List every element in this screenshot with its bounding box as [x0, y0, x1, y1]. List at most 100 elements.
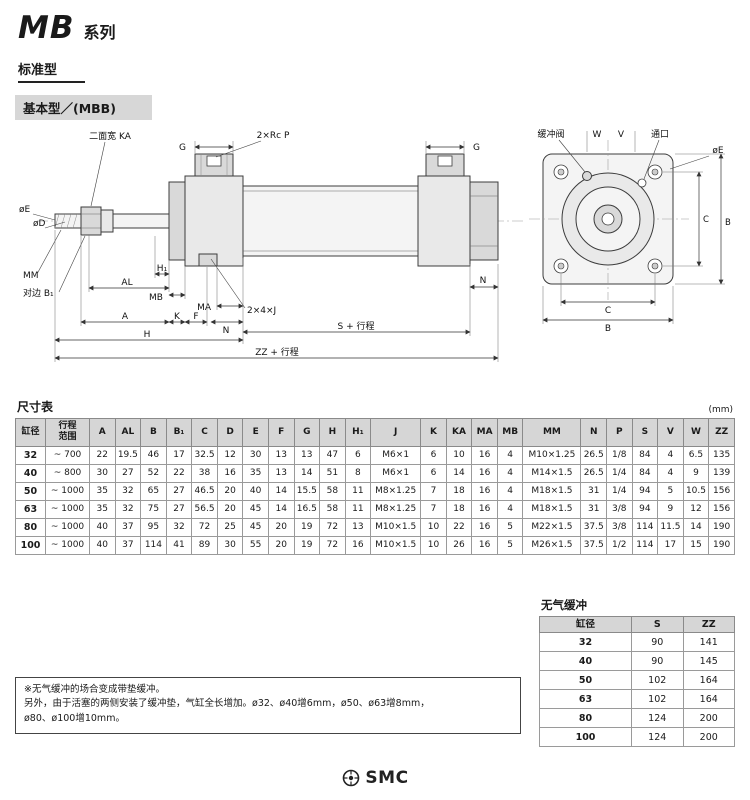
table-cell: 30: [216, 535, 244, 555]
table-cell: 4: [496, 481, 524, 501]
table-cell: 102: [631, 689, 684, 710]
table-cell: 41: [165, 535, 193, 555]
table-cell: 37: [114, 517, 142, 537]
head-cover: [184, 175, 244, 267]
label-c-bottom: C: [605, 306, 611, 316]
label-a: A: [122, 312, 129, 322]
label-h1: H₁: [157, 264, 168, 274]
table-cell: M10×1.25: [522, 445, 582, 465]
table-cell: 32: [15, 445, 46, 465]
column-header: G: [293, 418, 321, 447]
label-ma: MA: [197, 303, 212, 313]
table-cell: 11: [344, 481, 372, 501]
table-cell: ~ 700: [45, 445, 90, 465]
table-cell: M22×1.5: [522, 517, 582, 537]
table-cell: ~ 1000: [45, 517, 90, 537]
table-cell: 45: [242, 499, 269, 519]
table-cell: 58: [319, 499, 346, 519]
table-cell: 3/8: [606, 517, 633, 537]
table-cell: 8: [344, 463, 372, 483]
column-header: KA: [445, 418, 473, 447]
table-cell: 13: [267, 445, 295, 465]
label-al: AL: [121, 278, 132, 288]
column-header: ZZ: [708, 418, 735, 447]
table-cell: 31: [580, 481, 607, 501]
table-cell: M18×1.5: [522, 499, 582, 519]
table-cell: 16: [216, 463, 244, 483]
table-cell: 11: [344, 499, 372, 519]
table-cell: ~ 1000: [45, 499, 90, 519]
table-cell: 22: [165, 463, 193, 483]
table-cell: 100: [539, 727, 632, 748]
label-w: W: [593, 130, 602, 140]
table-cell: 4: [496, 445, 524, 465]
tie-rod-nut: [198, 253, 218, 267]
column-header: ZZ: [682, 615, 735, 634]
left-port: [206, 155, 222, 167]
table-cell: 31: [580, 499, 607, 519]
table-cell: 124: [631, 708, 684, 729]
column-header: H₁: [344, 418, 372, 447]
table-cell: 200: [682, 708, 735, 729]
table-cell: 100: [15, 535, 46, 555]
table-cell: 12: [216, 445, 244, 465]
table-cell: 3/8: [606, 499, 633, 519]
label-f: F: [193, 312, 198, 322]
column-header: MM: [522, 418, 582, 447]
note-line: ø80、ø100增10mm。: [24, 712, 125, 724]
label-b1: 对边 B₁: [23, 287, 54, 299]
port-hole: [637, 178, 647, 188]
page-footer: SMC: [0, 768, 750, 788]
label-g-right: G: [473, 143, 480, 153]
table-cell: ~ 1000: [45, 481, 90, 501]
table-cell: 1/8: [606, 445, 633, 465]
column-header: MB: [496, 418, 524, 447]
table-cell: 164: [682, 670, 735, 691]
rear-cover: [417, 175, 471, 267]
table-cell: M14×1.5: [522, 463, 582, 483]
table-cell: 32: [165, 517, 193, 537]
table-cell: 7: [420, 499, 447, 519]
label-od: øD: [33, 219, 46, 229]
table-cell: 18: [445, 499, 473, 519]
column-header: S: [631, 615, 684, 634]
table-cell: 38: [191, 463, 218, 483]
label-oe-side: øE: [19, 205, 31, 215]
label-b-bottom: B: [605, 324, 611, 334]
label-s-plus-stroke: S + 行程: [338, 320, 375, 332]
table-cell: 156: [708, 481, 735, 501]
table-cell: 20: [216, 499, 244, 519]
table-cell: 63: [539, 689, 632, 710]
column-header: AL: [114, 418, 142, 447]
table-cell: 26: [445, 535, 473, 555]
table-cell: 80: [15, 517, 46, 537]
table-cell: 47: [319, 445, 346, 465]
table-cell: 37.5: [580, 517, 607, 537]
table-cell: 32: [539, 632, 632, 653]
table-cell: 135: [708, 445, 735, 465]
table-cell: 40: [15, 463, 46, 483]
table-cell: 32: [114, 499, 142, 519]
cylinder-end-view: 缓冲阀 W V 通口 øE C B: [529, 128, 731, 334]
table-cell: 72: [319, 535, 346, 555]
dim-table-unit: (mm): [708, 405, 733, 415]
table-cell: 84: [631, 463, 659, 483]
column-header: C: [191, 418, 218, 447]
label-zz-plus-stroke: ZZ + 行程: [255, 346, 299, 358]
table-cell: 4: [657, 463, 684, 483]
table-cell: 37.5: [580, 535, 607, 555]
label-width-across-flats-ka: 二面宽 KA: [89, 130, 132, 142]
table-cell: 13: [344, 517, 372, 537]
label-j: 2×4×J: [247, 306, 276, 316]
table-cell: 16: [471, 499, 498, 519]
table-cell: 94: [631, 481, 659, 501]
column-header: 缸径: [15, 418, 46, 447]
